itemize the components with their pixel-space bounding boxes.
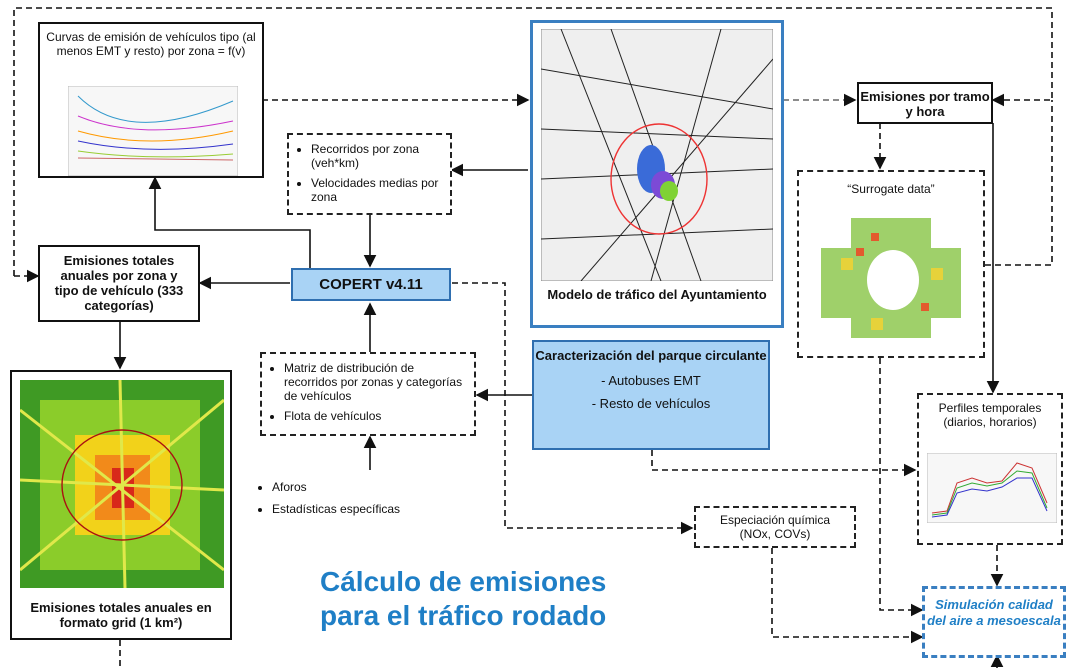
speciation-line2: (NOx, COVs) bbox=[739, 527, 811, 541]
emission-curves-box: Curvas de emisión de vehículos tipo (al … bbox=[38, 22, 264, 178]
emission-curves-title: Curvas de emisión de vehículos tipo (al … bbox=[46, 30, 256, 58]
grid-emissions-label: Emisiones totales anuales en formato gri… bbox=[30, 600, 212, 630]
matrix-item: Matriz de distribución de recorridos por… bbox=[284, 361, 470, 403]
grid-emissions-map bbox=[20, 380, 224, 588]
chemical-speciation-box: Especiación química (NOx, COVs) bbox=[694, 506, 856, 548]
speciation-line1: Especiación química bbox=[719, 513, 831, 527]
page-title-line2: para el tráfico rodado bbox=[320, 600, 607, 631]
emission-curves-thumbnail bbox=[68, 86, 238, 176]
annual-emissions-box: Emisiones totales anuales por zona y tip… bbox=[38, 245, 200, 322]
fleet-item: - Autobuses EMT bbox=[601, 373, 701, 388]
fleet-title: Caracterización del parque circulante bbox=[535, 348, 767, 363]
fleet-characterization-box: Caracterización del parque circulante - … bbox=[532, 340, 770, 450]
routes-item: Velocidades medias por zona bbox=[311, 176, 446, 204]
routes-box: Recorridos por zona (veh*km) Velocidades… bbox=[287, 133, 452, 215]
traffic-model-label: Modelo de tráfico del Ayuntamiento bbox=[547, 287, 767, 302]
page-title: Cálculo de emisiones para el tráfico rod… bbox=[320, 565, 606, 633]
fleet-item: - Resto de vehículos bbox=[591, 396, 711, 411]
matrix-item: Flota de vehículos bbox=[284, 409, 470, 423]
temporal-profiles-box: Perfiles temporales (diarios, horarios) bbox=[917, 393, 1063, 545]
temporal-profiles-chart bbox=[927, 453, 1057, 523]
surrogate-data-label: “Surrogate data” bbox=[847, 182, 935, 196]
traffic-model-map bbox=[541, 29, 773, 281]
traffic-model-box: Modelo de tráfico del Ayuntamiento bbox=[530, 20, 784, 328]
routes-item: Recorridos por zona (veh*km) bbox=[311, 142, 446, 170]
copert-box: COPERT v4.11 bbox=[291, 268, 451, 301]
surrogate-data-map bbox=[821, 218, 961, 338]
input-item: Estadísticas específicas bbox=[272, 502, 454, 516]
surrogate-data-box: “Surrogate data” bbox=[797, 170, 985, 358]
emissions-by-section-box: Emisiones por tramo y hora bbox=[857, 82, 993, 124]
input-item: Aforos bbox=[272, 480, 454, 494]
air-quality-simulation-box: Simulación calidad del aire a mesoescala bbox=[922, 586, 1066, 658]
page-title-line1: Cálculo de emisiones bbox=[320, 566, 607, 597]
grid-emissions-box: Emisiones totales anuales en formato gri… bbox=[10, 370, 232, 640]
inputs-list: Aforos Estadísticas específicas bbox=[254, 480, 454, 522]
temporal-profiles-label: Perfiles temporales (diarios, horarios) bbox=[938, 401, 1042, 429]
distribution-matrix-box: Matriz de distribución de recorridos por… bbox=[260, 352, 476, 436]
